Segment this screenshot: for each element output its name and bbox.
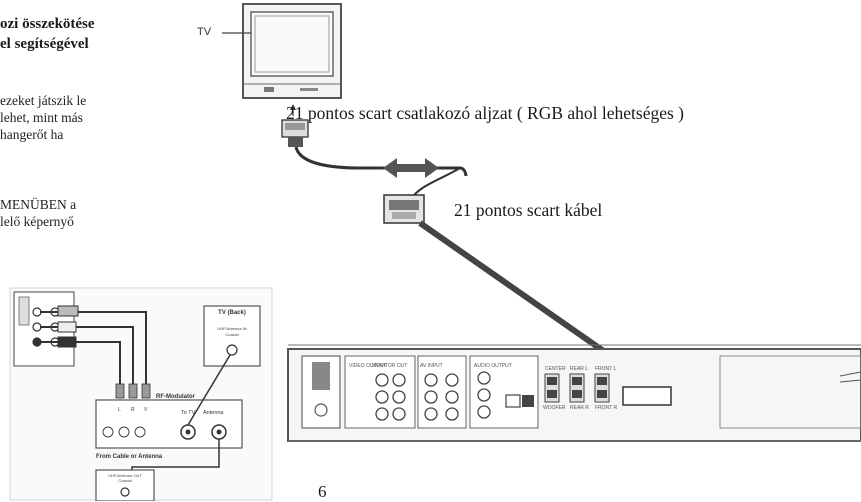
player-back-panel: VIDEO OUTPUT MONITOR OUT AV INPUT AUDIO … [287,344,861,442]
tv-back-title: TV (Back) [218,310,246,316]
label-audio-output: AUDIO OUTPUT [474,363,512,369]
modulator-input-l: L [118,407,121,413]
section-heading: ozi összekötése el segítségével [0,16,95,52]
tv-label: TV [197,26,212,38]
modulator-input-r: R [131,407,135,413]
double-arrow [383,158,439,178]
up-arrow [290,104,296,116]
scart-socket [622,386,672,406]
label-video-output: VIDEO OUTPUT [349,363,387,369]
tv-back-port-sub: Coaxial [225,332,238,337]
label-monitor-out: MONITOR OUT [372,363,407,369]
label-av-input: AV INPUT [420,363,443,369]
modulator-to-tv: To TV [181,410,196,416]
from-cable-label: From Cable or Antenna [96,454,163,460]
instruction-paragraph-1: ezeket játszik le lehet, mint más hanger… [0,93,87,142]
label-center: CENTER [545,366,566,372]
modulator-input-v: V [144,407,148,413]
uhf-out-label: UHF/Antenna OUT [108,473,142,478]
page-number: 6 [318,482,327,501]
modulator-title: RF-Modulator [156,394,196,400]
rf-modulator-diagram: TV (Back) UHF/Antenna IN Coaxial RF-Modu… [9,287,273,501]
label-rear-l: REAR L [570,366,588,372]
instruction-paragraph-2: MENÜBEN a lelő képernyő [0,197,77,229]
uhf-out-sub: Coaxial [118,478,131,483]
scart-plug-top [281,119,309,147]
label-front-l: FRONT L [595,366,617,372]
scart-socket-caption: 21 pontos scart csatlakozó aljzat ( RGB … [286,103,685,123]
scart-cable-upper [294,146,468,177]
label-subwoofer: WOOFER [543,405,566,411]
label-front-r: FRONT R [595,405,618,411]
modulator-antenna: Antenna [203,410,224,416]
scart-cable-caption: 21 pontos scart kábel [454,200,603,220]
scart-plug-lower [383,194,425,224]
label-rear-r: REAR R [570,405,589,411]
tv-back-port-label: UHF/Antenna IN [217,326,246,331]
tv-illustration [222,3,342,99]
